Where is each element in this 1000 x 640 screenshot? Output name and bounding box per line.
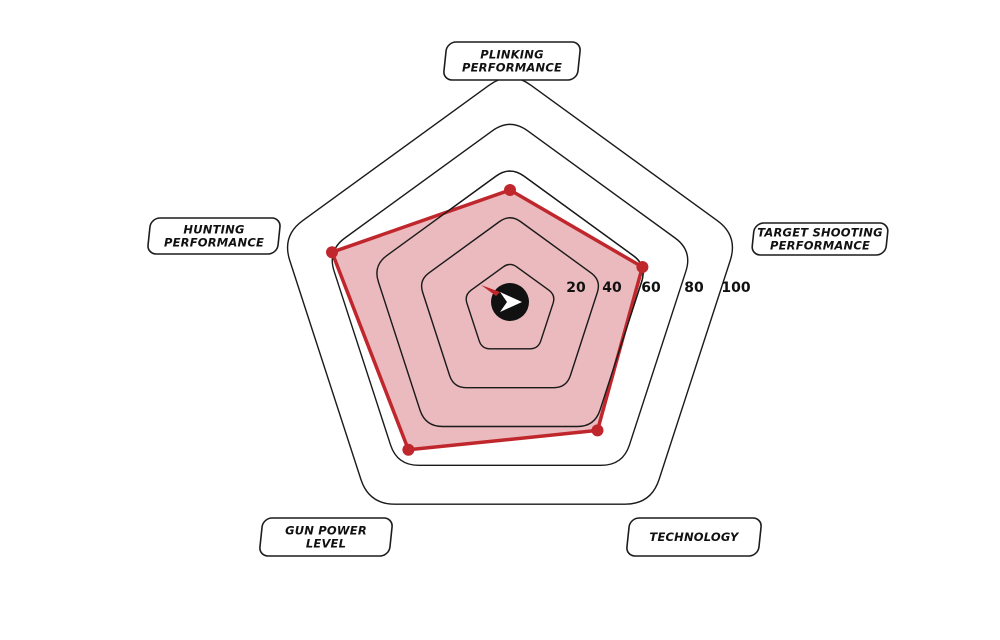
grid-ring-80 [331, 123, 689, 466]
axis-label-text: PERFORMANCE [164, 236, 264, 250]
axis-label-box [259, 517, 393, 557]
data-point [402, 443, 415, 456]
tick-label: 60 [641, 280, 661, 296]
grid-ring-overlay-60 [376, 170, 644, 428]
center-logo [481, 283, 529, 321]
axis-label-box [751, 222, 889, 256]
axis-label-text: PERFORMANCE [770, 239, 870, 253]
data-point [591, 424, 604, 437]
axis-label-text: HUNTING [183, 223, 244, 237]
axis-label-box [626, 517, 762, 557]
tick-label: 40 [602, 280, 622, 296]
grid-ring-overlay-20 [465, 263, 555, 350]
axis-label: TECHNOLOGY [626, 517, 762, 557]
axis-label-text: TARGET SHOOTING [757, 226, 883, 240]
data-point [504, 184, 516, 196]
data-point [326, 246, 338, 259]
axis-label-text: LEVEL [306, 537, 346, 551]
axis-label-box [443, 41, 581, 81]
axis-label-text: PERFORMANCE [462, 61, 562, 75]
axis-label-text: GUN POWER [285, 524, 367, 538]
tick-label: 100 [721, 280, 750, 296]
grid-ring-100 [286, 76, 734, 505]
data-point [636, 261, 649, 273]
axis-label-text: PLINKING [480, 48, 544, 62]
play-arrow-logo-icon [500, 292, 522, 312]
grid-ring-overlay-40 [420, 217, 600, 389]
tick-label: 80 [684, 280, 704, 296]
tick-labels: 20 40 60 80 100 [566, 280, 751, 296]
axis-label-text: TECHNOLOGY [649, 530, 740, 544]
inner-grid-rings [376, 170, 644, 428]
axis-label-box [147, 217, 281, 255]
logo-accent-icon [481, 285, 500, 296]
tick-label: 20 [566, 280, 586, 296]
